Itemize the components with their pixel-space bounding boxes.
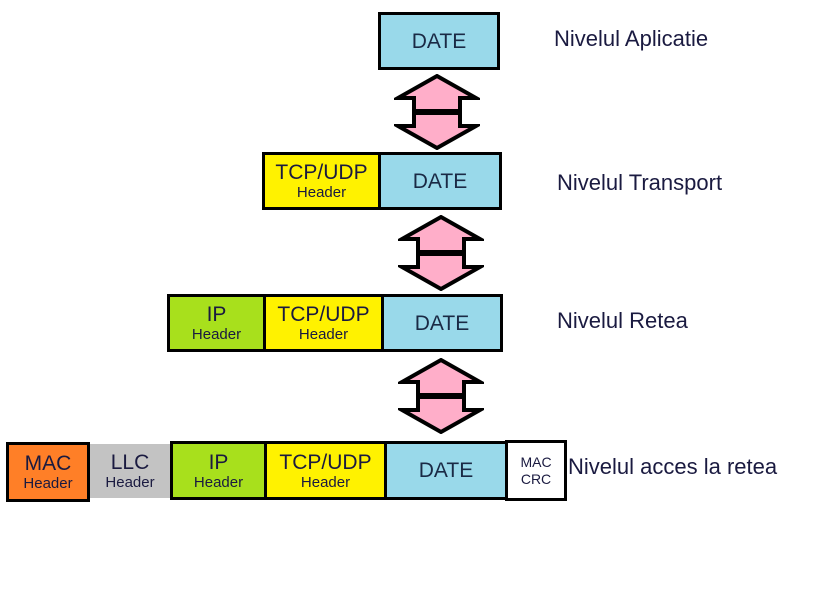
crc-label: CRC xyxy=(520,470,552,487)
data-segment: DATE xyxy=(384,297,500,349)
data-label: DATE xyxy=(418,459,474,482)
data-box: DATE xyxy=(384,441,508,500)
mac-crc-box: MAC CRC xyxy=(505,440,567,501)
arrow-up-half xyxy=(398,215,484,254)
arrow-down-half xyxy=(398,252,484,291)
transport-layer-packet: TCP/UDP Header DATE xyxy=(262,152,502,210)
header-label: Header xyxy=(298,326,349,343)
mac-label: MAC xyxy=(520,453,552,470)
tcp-udp-header-segment: TCP/UDP Header xyxy=(265,155,381,207)
data-link-packet: IP Header TCP/UDP Header xyxy=(170,441,387,500)
network-access-layer-label: Nivelul acces la retea xyxy=(568,454,778,479)
header-label: Header xyxy=(105,474,155,491)
mac-header-segment: MAC Header xyxy=(9,445,87,499)
ip-header-segment: IP Header xyxy=(173,444,267,497)
arrow-up-half xyxy=(398,358,484,397)
arrow-down-half xyxy=(394,111,480,150)
header-label: Header xyxy=(300,473,351,491)
data-segment: DATE xyxy=(381,15,497,67)
llc-header-segment: LLC Header xyxy=(90,444,170,498)
bidirectional-arrow-icon xyxy=(398,215,484,291)
header-label: Header xyxy=(296,184,347,201)
data-label: DATE xyxy=(414,311,470,335)
ip-label: IP xyxy=(206,303,227,326)
network-layer-packet: IP Header TCP/UDP Header DATE xyxy=(167,294,503,352)
mac-crc-segment: MAC CRC xyxy=(508,443,564,498)
header-label: Header xyxy=(191,326,242,343)
llc-label: LLC xyxy=(110,451,150,474)
tcp-udp-label: TCP/UDP xyxy=(279,450,372,474)
tcp-udp-label: TCP/UDP xyxy=(275,161,368,184)
mac-header-box: MAC Header xyxy=(6,442,90,502)
tcp-udp-label: TCP/UDP xyxy=(277,303,370,326)
bidirectional-arrow-icon xyxy=(398,358,484,434)
data-segment: DATE xyxy=(387,444,505,497)
data-label: DATE xyxy=(412,169,468,193)
ip-header-segment: IP Header xyxy=(170,297,266,349)
transport-layer-label: Nivelul Transport xyxy=(557,170,723,195)
tcp-udp-header-segment: TCP/UDP Header xyxy=(267,444,384,497)
tcp-udp-header-segment: TCP/UDP Header xyxy=(266,297,384,349)
data-segment: DATE xyxy=(381,155,499,207)
arrow-down-half xyxy=(398,395,484,434)
header-label: Header xyxy=(193,473,244,491)
mac-label: MAC xyxy=(24,452,72,475)
ip-label: IP xyxy=(208,450,229,474)
application-layer-packet: DATE xyxy=(378,12,500,70)
header-label: Header xyxy=(23,475,73,492)
network-layer-label: Nivelul Retea xyxy=(557,308,688,333)
application-layer-label: Nivelul Aplicatie xyxy=(554,26,709,51)
bidirectional-arrow-icon xyxy=(394,74,480,150)
arrow-up-half xyxy=(394,74,480,113)
data-label: DATE xyxy=(411,29,467,53)
